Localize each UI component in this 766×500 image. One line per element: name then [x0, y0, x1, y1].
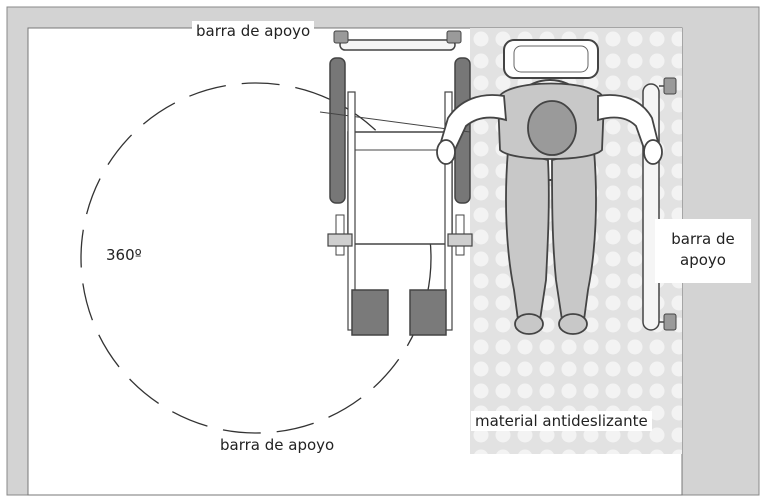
- label-grab-bar-right-line1: barra de: [671, 230, 735, 248]
- footrest-right: [409, 289, 447, 336]
- label-grab-bar-right-line2: apoyo: [680, 251, 726, 269]
- person-head: [527, 100, 577, 156]
- wheelchair: [319, 57, 473, 336]
- footrest-left: [351, 289, 389, 336]
- label-grab-bar-bottom: barra de apoyo: [220, 436, 335, 454]
- turning-circle: [80, 82, 432, 434]
- label-non-slip-material: material antideslizante: [471, 411, 652, 431]
- label-grab-bar-right: barra de apoyo: [655, 219, 751, 283]
- label-turning-circle: 360º: [106, 246, 142, 264]
- person: [436, 82, 663, 335]
- label-grab-bar-top: barra de apoyo: [192, 21, 315, 41]
- grab-bar-top: [333, 30, 462, 51]
